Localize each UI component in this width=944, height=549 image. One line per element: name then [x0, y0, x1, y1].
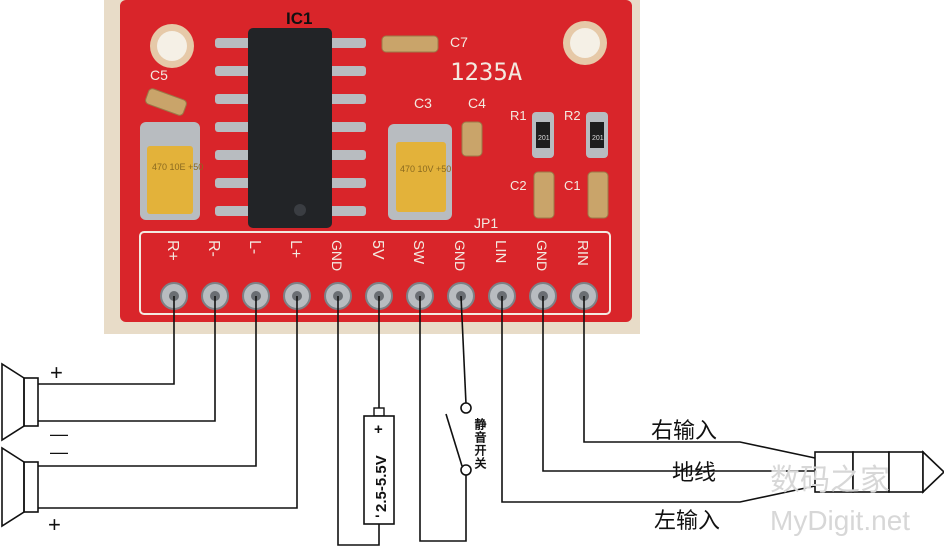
- cap-label-c7: C7: [450, 34, 468, 50]
- battery-minus: -: [375, 507, 380, 523]
- tantalum-capacitor-left: 470 10E +50: [140, 122, 203, 220]
- board-model: 1235A: [450, 58, 523, 86]
- res-label-r1: R1: [510, 108, 527, 123]
- wire-gnd-switch: [460, 295, 467, 405]
- pin-label: GND: [452, 240, 468, 271]
- wire-r-plus: [38, 296, 175, 385]
- wire-l-minus: [38, 296, 257, 467]
- pin-label: 5V: [369, 240, 386, 260]
- capacitor-c7: [381, 35, 439, 53]
- header-outline: [139, 231, 611, 315]
- mounting-hole-left: [150, 24, 194, 68]
- pin-label: R+: [164, 240, 181, 261]
- cap-label-c3: C3: [414, 95, 432, 111]
- cap-label-c4: C4: [468, 95, 486, 111]
- battery-icon: [363, 407, 395, 525]
- wire-l-plus: [38, 296, 298, 509]
- pin-label: SW: [410, 240, 427, 265]
- speaker-top-minus: —: [50, 424, 68, 444]
- wire-sw: [419, 296, 467, 542]
- speaker-bottom-minus: —: [50, 442, 68, 462]
- audio-jack-icon: [814, 450, 944, 494]
- pin-label: LIN: [492, 240, 509, 263]
- left-input-label: 左输入: [654, 509, 720, 534]
- ic-leads-right: [326, 38, 366, 216]
- cap-label-c1: C1: [564, 178, 581, 193]
- speaker-bottom-icon: [1, 446, 39, 528]
- svg-text:静音开关: 静音开关: [473, 417, 487, 470]
- speaker-top-icon: [1, 362, 39, 442]
- cap-label-c2: C2: [510, 178, 527, 193]
- cap-label-c5: C5: [150, 67, 168, 83]
- speaker-top-plus: +: [50, 360, 63, 385]
- svg-text:201: 201: [538, 135, 550, 142]
- ic-leads-left: [215, 38, 255, 216]
- svg-text:201: 201: [592, 135, 604, 142]
- pin-label: R-: [205, 240, 222, 257]
- wire-left-input: [501, 296, 816, 503]
- pin-label: GND: [329, 240, 345, 271]
- pin-label: RIN: [574, 240, 591, 266]
- ground-wire-label: 地线: [672, 461, 716, 486]
- jp-label: JP1: [474, 215, 498, 231]
- battery-plus: +: [374, 421, 383, 438]
- wire-right-input: [583, 296, 816, 459]
- wire-ground: [542, 296, 815, 472]
- pin-label: GND: [534, 240, 550, 271]
- watermark-en: MyDigit.net: [770, 505, 910, 536]
- wire-r-minus: [38, 296, 216, 422]
- mute-switch-label: 静音开关: [473, 417, 487, 470]
- capacitor-c4: [461, 121, 483, 157]
- res-label-r2: R2: [564, 108, 581, 123]
- ic-label: IC1: [286, 9, 312, 28]
- pin-labels: R+ R- L- L+ GND 5V SW GND LIN GND RIN: [164, 240, 591, 271]
- capacitor-c2: [533, 171, 555, 219]
- capacitor-c5: [145, 88, 187, 116]
- pin-label: L-: [246, 240, 263, 254]
- battery-voltage-label: 2.5-5.5V: [373, 455, 390, 512]
- tantalum-capacitor-right: 470 10V +50: [388, 124, 452, 220]
- resistor-r2: 201: [586, 112, 608, 158]
- speaker-bottom-plus: +: [48, 512, 61, 537]
- wire-gnd-battery: [337, 296, 380, 546]
- ic-chip: [248, 28, 332, 228]
- pin-label: L+: [287, 240, 304, 258]
- mute-switch-icon: [445, 402, 472, 476]
- right-input-label: 右输入: [651, 419, 717, 444]
- watermark-cn: 数码之家: [770, 463, 890, 498]
- resistor-r1: 201: [532, 112, 554, 158]
- wires: [38, 295, 816, 546]
- svg-text:470 10V +50: 470 10V +50: [400, 164, 451, 174]
- mounting-hole-right: [563, 21, 607, 65]
- svg-text:470 10E +50: 470 10E +50: [152, 162, 203, 172]
- ic-pin1-dot: [294, 204, 306, 216]
- capacitor-c1: [587, 171, 609, 219]
